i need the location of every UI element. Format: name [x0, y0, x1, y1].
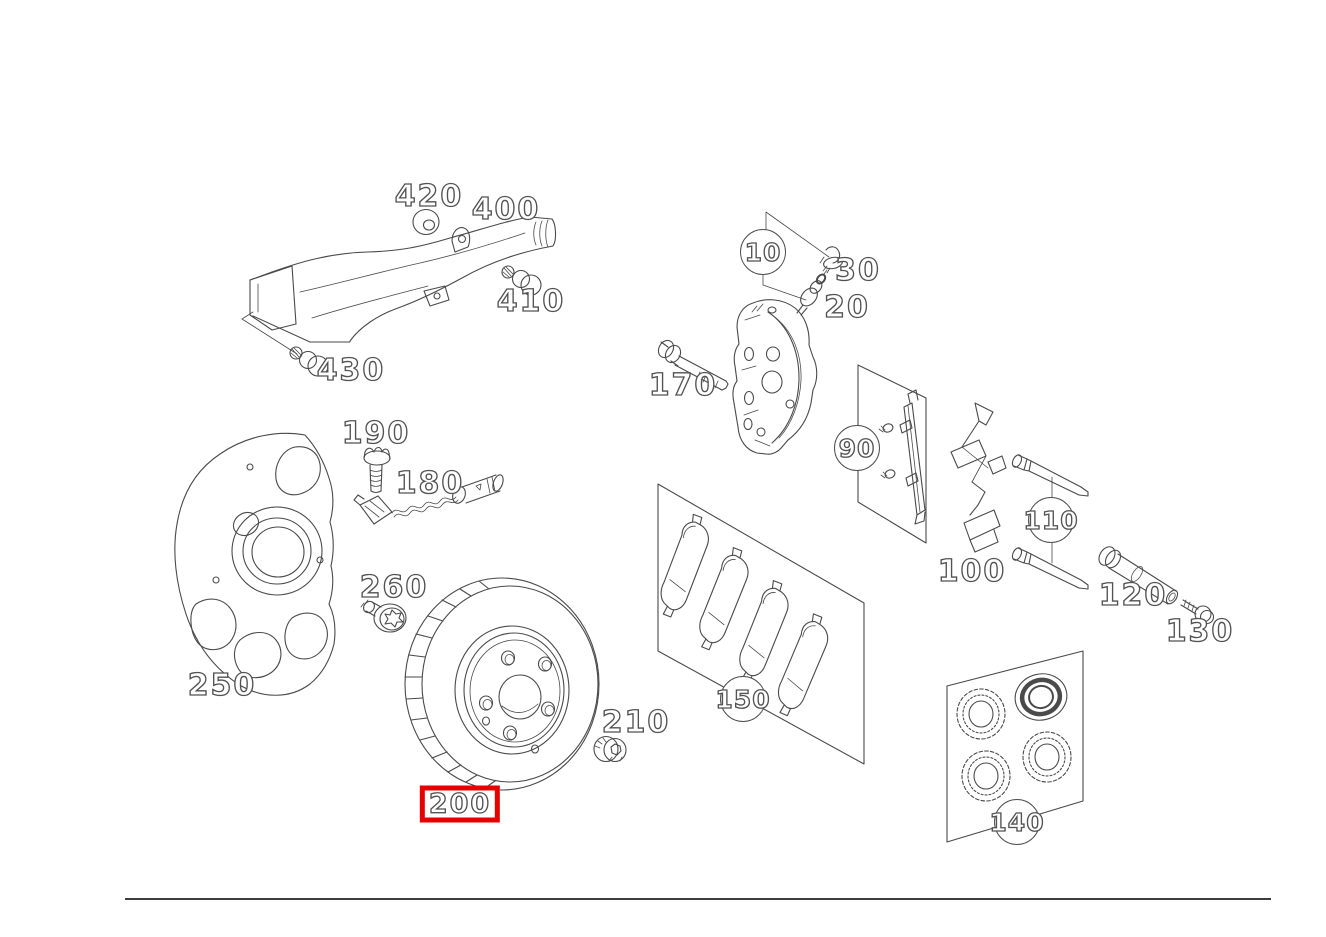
- part-label-110[interactable]: 110: [1023, 497, 1078, 543]
- bleed-valve-drawing[interactable]: [796, 269, 828, 316]
- sensor-bolt-drawing[interactable]: [363, 446, 391, 494]
- grommet-drawing[interactable]: [412, 208, 440, 236]
- part-label-190[interactable]: 190: [341, 416, 411, 451]
- guide-sleeve-drawing[interactable]: [1096, 544, 1180, 606]
- retainer-screw-upper: [878, 423, 894, 433]
- part-label-130[interactable]: 130: [1165, 614, 1235, 649]
- seal-kit-panel[interactable]: [946, 650, 1084, 843]
- seal-ring-dark: [1014, 673, 1068, 721]
- footer-divider: [125, 898, 1271, 900]
- retainer-screw-lower: [880, 469, 896, 479]
- part-label-90[interactable]: 90: [834, 425, 880, 471]
- leader-line-20: [762, 272, 807, 301]
- leader-line-30: [765, 211, 830, 258]
- brake-disc-drawing[interactable]: [404, 577, 600, 791]
- duct-bolt-drawing[interactable]: [501, 265, 542, 296]
- part-label-400[interactable]: 400: [471, 192, 541, 227]
- part-label-250[interactable]: 250: [187, 668, 257, 703]
- disc-bolt-drawing[interactable]: [360, 599, 407, 633]
- part-label-150[interactable]: 150: [715, 676, 770, 722]
- part-label-430[interactable]: 430: [316, 353, 386, 388]
- splash-shield-drawing[interactable]: [174, 432, 336, 696]
- disc-vent-hatching: [404, 580, 496, 789]
- bleed-cap-drawing[interactable]: [819, 246, 843, 274]
- spring-clip-drawing[interactable]: [950, 402, 1007, 553]
- retaining-screw-drawing[interactable]: [593, 735, 627, 763]
- caliper-drawing[interactable]: [732, 299, 818, 455]
- part-label-20[interactable]: 20: [823, 290, 870, 325]
- part-label-410[interactable]: 410: [496, 284, 566, 319]
- part-label-30[interactable]: 30: [834, 253, 881, 288]
- part-label-170[interactable]: 170: [648, 368, 718, 403]
- part-label-10[interactable]: 10: [740, 229, 786, 275]
- duct-clip-drawing[interactable]: [289, 346, 329, 377]
- part-label-140[interactable]: 140: [989, 799, 1044, 845]
- caliper-bolt-drawing[interactable]: [655, 338, 729, 391]
- brake-pads-panel[interactable]: [654, 483, 865, 765]
- part-label-100[interactable]: 100: [937, 554, 1007, 589]
- sleeve-bolt-drawing[interactable]: [1180, 599, 1215, 625]
- wear-sensor-drawing[interactable]: [353, 473, 505, 525]
- part-label-180[interactable]: 180: [395, 466, 465, 501]
- part-label-200-selected[interactable]: 200: [419, 785, 501, 823]
- part-label-260[interactable]: 260: [359, 570, 429, 605]
- part-label-210[interactable]: 210: [601, 705, 671, 740]
- part-label-420[interactable]: 420: [394, 179, 464, 214]
- part-label-120[interactable]: 120: [1098, 578, 1168, 613]
- air-duct-drawing[interactable]: [249, 216, 557, 343]
- leader-line-430: [241, 311, 298, 355]
